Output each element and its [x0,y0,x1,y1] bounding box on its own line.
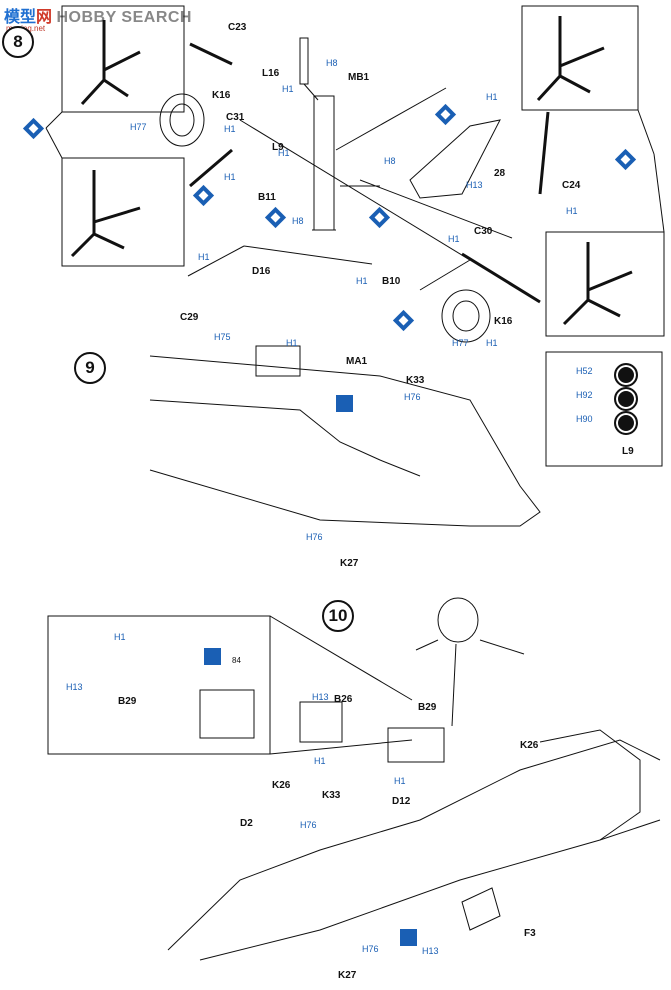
paint-code: H13 [466,180,483,190]
paint-code: H13 [312,692,329,702]
part-label-K26-left: K26 [272,780,291,791]
paint-code: H8 [384,156,396,166]
step-number-9: 9 [74,352,106,384]
part-label-L9: L9 [272,142,284,153]
star-icon [204,648,221,665]
part-label-28: 28 [494,168,506,179]
part-label-MA1: MA1 [346,356,368,367]
paint-code: H76 [362,944,379,954]
part-label-D2: D2 [240,818,253,829]
part-label-B11: B11 [258,192,276,203]
part-label-C31: C31 [226,112,245,123]
part-label-B29-panel: B29 [118,696,137,707]
paint-code: H77 [130,122,147,132]
paint-code: H1 [282,84,294,94]
paint-swatch [614,411,638,435]
part-label-B26: B26 [334,694,353,705]
part-label-K33: K33 [322,790,341,801]
part-label-F3: F3 [524,928,536,939]
paint-code: H1 [356,276,368,286]
parachute-icon [336,395,353,412]
part-label-D16: D16 [252,266,271,277]
watermark-part2: 网 [36,9,53,26]
part-label-B29: B29 [418,702,437,713]
watermark-part1: 模型 [4,9,37,26]
paint-code: H1 [486,92,498,102]
paint-code: H1 [486,338,498,348]
paint-code: H76 [300,820,317,830]
part-label-K16-bottom: K16 [494,316,513,327]
part-label-D12: D12 [392,796,411,807]
paint-code: H1 [286,338,298,348]
paint-code: H1 [224,124,236,134]
paint-code: H75 [214,332,231,342]
part-label-C23: C23 [228,22,247,33]
part-label-K26-right: K26 [520,740,539,751]
paint-code: H76 [404,392,421,402]
part-label-K33: K33 [406,375,425,386]
paint-code: H1 [566,206,578,216]
paint-code: H1 [314,756,326,766]
part-label-K27: K27 [340,558,359,569]
paint-code: H1 [224,172,236,182]
part-label-C24: C24 [562,180,581,191]
paint-swatch [614,387,638,411]
step-number-10: 10 [322,600,354,632]
part-label-K27: K27 [338,970,357,981]
paint-code: H13 [422,946,439,956]
paint-code: H1 [198,252,210,262]
part-label-C30: C30 [474,226,493,237]
step-number-8: 8 [2,26,34,58]
part-label-B10: B10 [382,276,401,287]
parachute-icon [400,929,417,946]
paint-code: H1 [114,632,126,642]
watermark-part3: HOBBY SEARCH [56,9,192,26]
paint-code: H92 [576,390,593,400]
part-label-C29: C29 [180,312,199,323]
paint-code: H8 [326,58,338,68]
paint-code: H13 [66,682,83,692]
paint-swatch [614,363,638,387]
watermark: 模型网 HOBBY SEARCH [4,3,192,27]
paint-code: H1 [278,148,290,158]
paint-code: H76 [306,532,323,542]
part-label-decal-84: 84 [232,656,241,665]
part-label-K16-top: K16 [212,90,231,101]
paint-code: H90 [576,414,593,424]
part-label-MB1: MB1 [348,72,370,83]
paint-code: H77 [452,338,469,348]
paint-code: H1 [448,234,460,244]
part-label-L16: L16 [262,68,280,79]
paint-code: H52 [576,366,593,376]
paint-code: H8 [292,216,304,226]
part-label-L9-panel: L9 [622,446,634,457]
paint-code: H1 [394,776,406,786]
